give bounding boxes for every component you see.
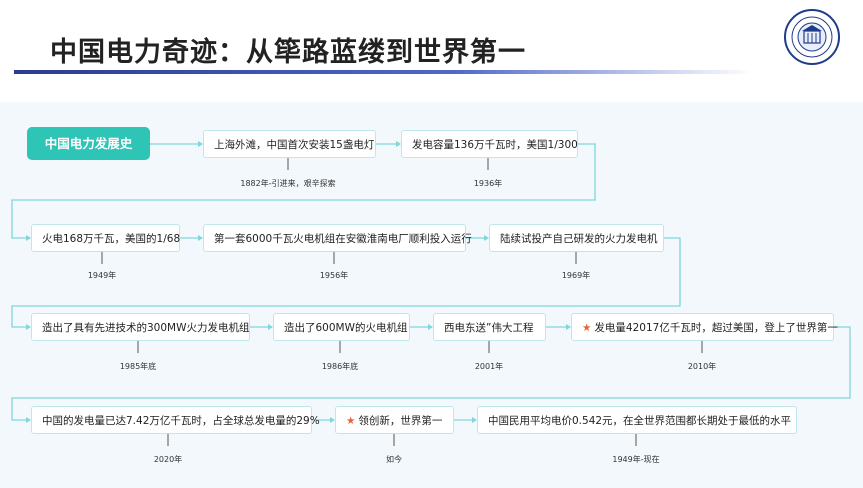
event-date: 1949年-现在 [612,455,660,464]
event-text: 发电量42017亿千瓦时，超过美国，登上了世界第一 [594,322,838,334]
star-icon: ★ [582,322,592,334]
event-box: 中国民用平均电价0.542元，在全世界范围都长期处于最低的水平 [477,406,797,434]
page-title: 中国电力奇迹：从筚路蓝缕到世界第一 [50,37,526,68]
event-date: 1986年底 [321,362,359,371]
event-date: 2010年 [687,362,717,371]
event-date: 如今 [386,455,402,464]
event-box: ★发电量42017亿千瓦时，超过美国，登上了世界第一 [571,313,838,341]
event-box: 中国的发电量已达7.42万亿千瓦时，占全球总发电量的29% [31,406,320,434]
event-date: 1882年-引进来，艰辛探索 [240,179,336,188]
event-box: 陆续试投产自己研发的火力发电机 [489,224,664,252]
event-date: 1969年 [561,271,591,280]
event-box: ★领创新，世界第一 [335,406,454,434]
event-box: 上海外滩，中国首次安装15盏电灯 [203,130,376,158]
event-box: 造出了600MW的火电机组 [273,313,410,341]
star-icon: ★ [346,415,356,427]
event-date: 2020年 [153,455,183,464]
event-date: 1985年底 [119,362,157,371]
timeline-start-label: 中国电力发展史 [27,127,150,160]
event-box: 造出了具有先进技术的300MW火力发电机组 [31,313,250,341]
event-box: 火电168万千瓦，美国的1/68 [31,224,180,252]
event-box: 西电东送”伟大工程 [433,313,546,341]
event-date: 2001年 [474,362,504,371]
event-date: 1956年 [319,271,349,280]
event-date: 1936年 [473,179,503,188]
event-date: 1949年 [87,271,117,280]
title-underline [14,70,752,74]
event-box: 第一套6000千瓦火电机组在安徽淮南电厂顺利投入运行 [203,224,472,252]
event-box: 发电容量136万千瓦时，美国1/300 [401,130,578,158]
university-seal-icon [784,9,840,65]
event-text: 领创新，世界第一 [358,415,443,427]
